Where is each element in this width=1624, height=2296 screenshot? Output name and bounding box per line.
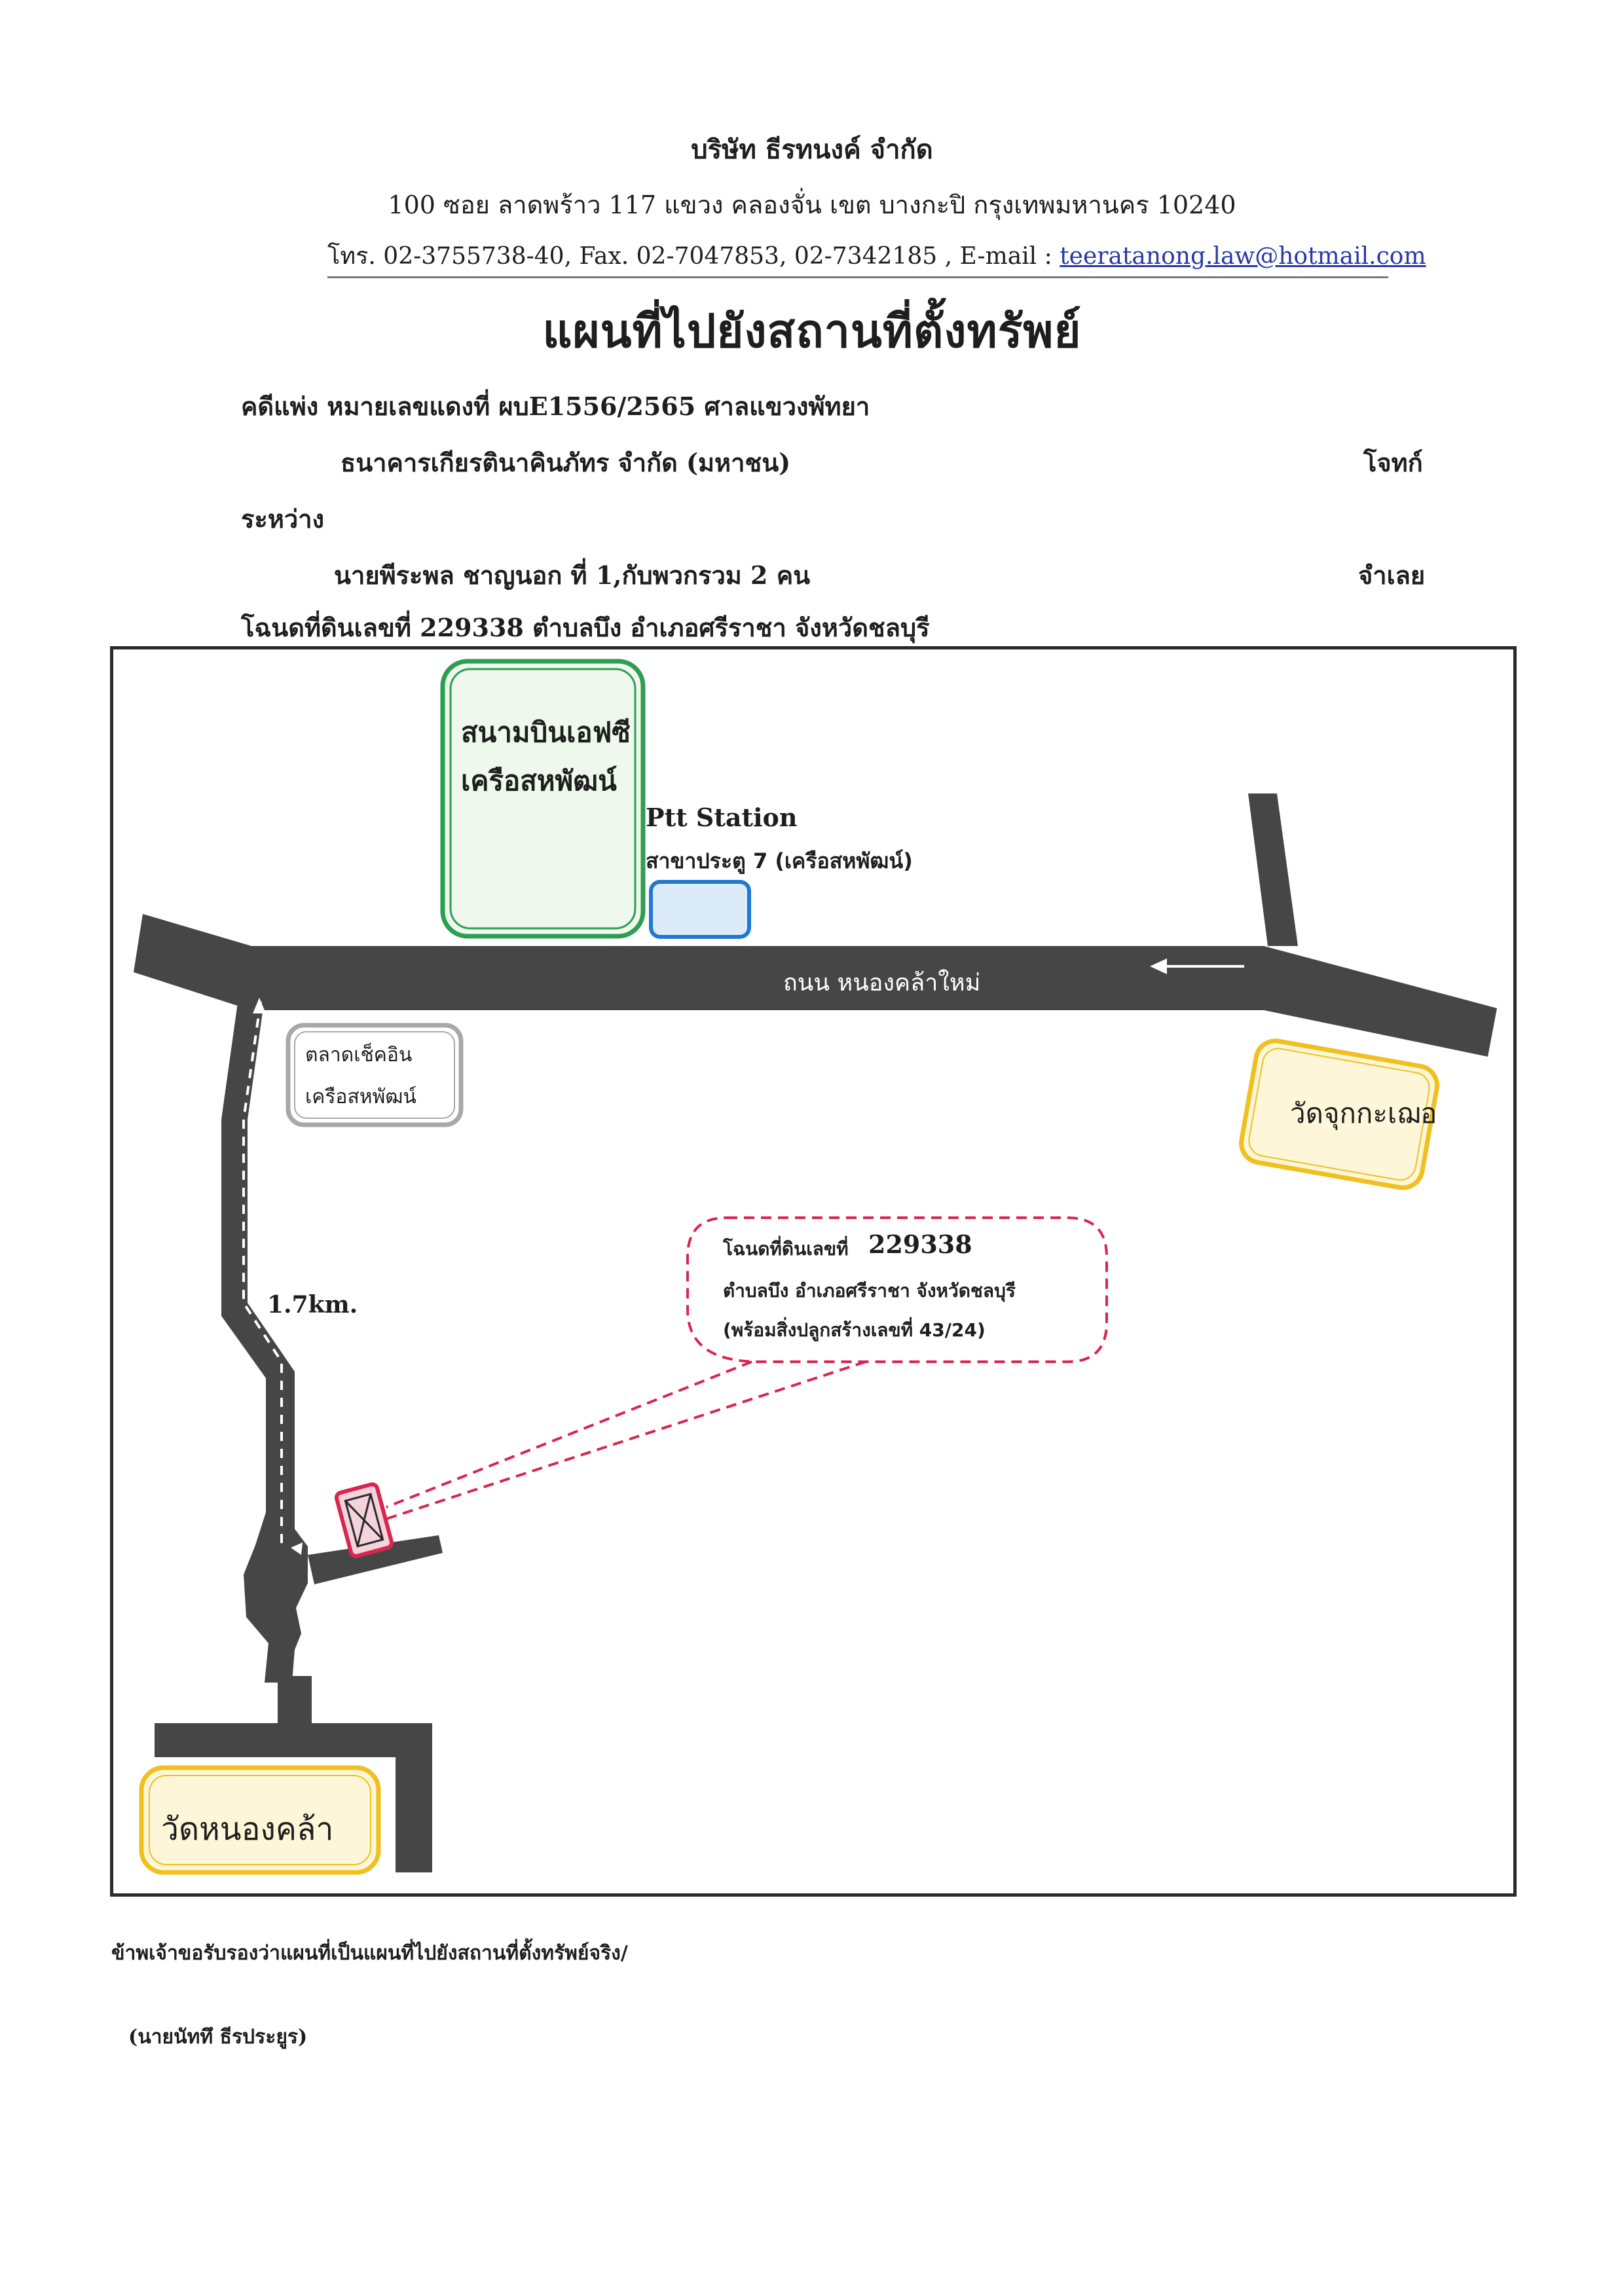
route-arrow-down: [291, 1542, 303, 1555]
temple-right-shape: [1239, 1038, 1439, 1190]
airport-label-2: เครือสหพัฒน์: [461, 765, 617, 797]
ptt-branch-label: สาขาประตู 7 (เครือสหพัฒน์): [646, 848, 913, 873]
deed-callout-bubble: [686, 1216, 1108, 1363]
map-frame: [110, 646, 1517, 1897]
callout-location: ตำบลบึง อำเภอศรีราชา จังหวัดชลบุรี: [723, 1280, 1016, 1302]
deed-line: โฉนดที่ดินเลขที่ 229338 ตำบลบึง อำเภอศรี…: [241, 613, 930, 642]
main-road: [134, 914, 1497, 1057]
property-spur: [308, 1535, 443, 1584]
market-inner-border: [294, 1031, 455, 1119]
route-arrow-up: [253, 998, 266, 1013]
company-address: 100 ซอย ลาดพร้าว 117 แขวง คลองจั่น เขต บ…: [388, 191, 1236, 219]
signer-name: (นายนัททึ ธีรประยูร): [128, 2026, 308, 2049]
ptt-station-box: [649, 880, 751, 939]
route-dash: [242, 1001, 283, 1545]
airport-inner-border: [449, 668, 637, 930]
side-road-north: [1248, 793, 1298, 946]
ptt-station-label: Ptt Station: [646, 803, 798, 832]
market-label-1: ตลาดเช็คอิน: [305, 1044, 413, 1066]
roads: [134, 793, 1497, 1872]
email-link[interactable]: teeratanong.law@hotmail.com: [1060, 243, 1426, 270]
defendant-role: จำเลย: [1358, 560, 1426, 590]
callout-pointer-b: [386, 1360, 752, 1508]
airport-label-1: สนามบินเอฟซี: [461, 716, 631, 748]
road-name-label: ถนน หนองคล้าใหม่: [783, 970, 981, 996]
plaintiff-role: โจทก์: [1363, 448, 1423, 477]
temple-left-inner-border: [149, 1775, 371, 1865]
callout-building: (พร้อมสิ่งปลูกสร้างเลขที่ 43/24): [723, 1319, 986, 1341]
market-label-2: เครือสหพัฒน์: [305, 1085, 416, 1108]
callout-deed-prefix: โฉนดที่ดินเลขที่: [723, 1238, 849, 1260]
roundabout: [244, 1512, 308, 1683]
distance-label: 1.7km.: [267, 1291, 358, 1319]
road-bottom-east: [396, 1723, 432, 1872]
market-box: [286, 1023, 464, 1127]
direction-arrow: [1150, 958, 1244, 974]
airport-box: [440, 659, 646, 939]
defendant-name: นายพีระพล ชาญนอก ที่ 1,กับพวกรวม 2 คน: [334, 560, 811, 590]
contact-phone-fax: โทร. 02-3755738-40, Fax. 02-7047853, 02-…: [327, 243, 1060, 270]
callout-deed-number: 229338: [868, 1230, 972, 1259]
company-name: บริษัท ธีรทนงค์ จำกัด: [691, 134, 933, 165]
contact-line: โทร. 02-3755738-40, Fax. 02-7047853, 02-…: [327, 237, 1426, 278]
property-marker: [334, 1482, 394, 1558]
case-number: คดีแพ่ง หมายเลขแดงที่ ผบE1556/2565 ศาลแข…: [241, 392, 870, 421]
page-title: แผนที่ไปยังสถานที่ตั้งทรัพย์: [542, 304, 1082, 358]
temple-left-label: วัดหนองคล้า: [161, 1811, 334, 1848]
temple-right-label: วัดจุกกะเฌอ: [1290, 1097, 1437, 1129]
temple-left-box: [139, 1765, 381, 1875]
plaintiff-name: ธนาคารเกียรตินาคินภัทร จำกัด (มหาชน): [341, 448, 791, 477]
callout-pointer-a: [386, 1360, 866, 1520]
route-to-property: [221, 989, 295, 1552]
road-bottom: [155, 1723, 432, 1757]
certification-text: ข้าพเจ้าขอรับรองว่าแผนที่เป็นแผนที่ไปยัง…: [111, 1942, 628, 1965]
between-label: ระหว่าง: [241, 504, 325, 534]
